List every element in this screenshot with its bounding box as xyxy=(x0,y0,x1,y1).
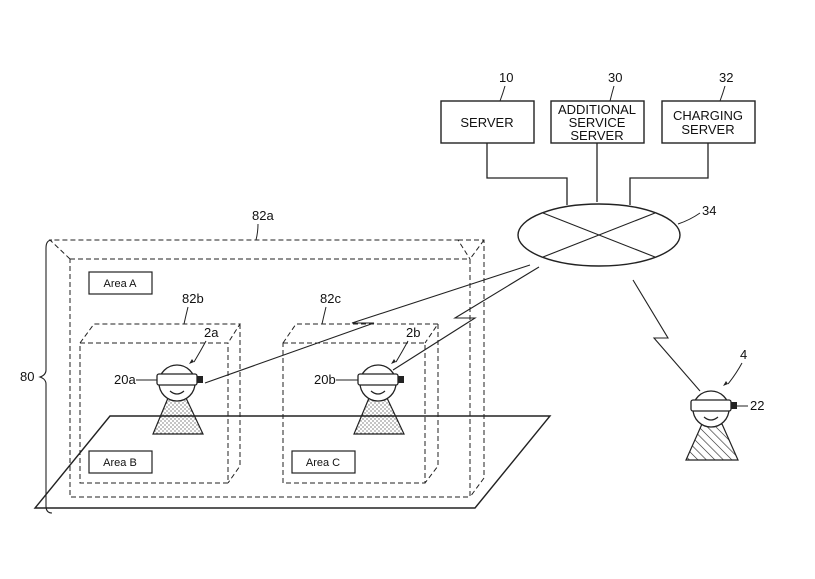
server-link xyxy=(486,143,568,205)
svg-text:SERVER: SERVER xyxy=(460,115,513,130)
hmd-20a-ref: 20a xyxy=(114,372,136,387)
area-c-label: Area C xyxy=(291,450,356,474)
space-82c-ref: 82c xyxy=(320,291,341,306)
additional-service-server-ref: 30 xyxy=(608,70,622,85)
svg-text:Area C: Area C xyxy=(306,457,340,469)
svg-text:SERVER: SERVER xyxy=(570,128,623,143)
venue-ref: 80 xyxy=(20,369,34,384)
charging-server-box: CHARGING SERVER xyxy=(661,100,756,144)
remote-user xyxy=(685,390,739,461)
wireless-link-remote-user xyxy=(632,279,701,392)
svg-text:CHARGING: CHARGING xyxy=(673,108,743,123)
user-a xyxy=(152,364,204,435)
network-ref: 34 xyxy=(702,203,716,218)
svg-text:SERVICE: SERVICE xyxy=(569,115,626,130)
network xyxy=(517,203,681,267)
charging-server-link xyxy=(629,143,709,205)
svg-text:Area B: Area B xyxy=(103,457,137,469)
wireless-link-user-b xyxy=(392,266,540,371)
server-ref: 10 xyxy=(499,70,513,85)
space-82b-ref: 82b xyxy=(182,291,204,306)
space-82a-ref: 82a xyxy=(252,208,274,223)
svg-text:SERVER: SERVER xyxy=(681,122,734,137)
wireless-link-user-a xyxy=(204,264,531,384)
area-b-label: Area B xyxy=(88,450,153,474)
svg-text:Area A: Area A xyxy=(103,278,137,290)
user-b-ref: 2b xyxy=(406,325,420,340)
server-box: SERVER xyxy=(440,100,535,144)
hmd-20b-ref: 20b xyxy=(314,372,336,387)
space-82b xyxy=(79,323,241,484)
svg-text:ADDITIONAL: ADDITIONAL xyxy=(558,102,636,117)
user-b xyxy=(353,364,405,435)
user-a-ref: 2a xyxy=(204,325,219,340)
space-82c xyxy=(282,323,439,484)
charging-server-ref: 32 xyxy=(719,70,733,85)
remote-user-ref: 4 xyxy=(740,347,747,362)
space-82a xyxy=(48,239,485,498)
hmd-22-ref: 22 xyxy=(750,398,764,413)
area-a-label: Area A xyxy=(88,271,153,295)
additional-service-server-box: ADDITIONAL SERVICE SERVER xyxy=(550,100,645,144)
venue-bracket xyxy=(38,239,53,514)
